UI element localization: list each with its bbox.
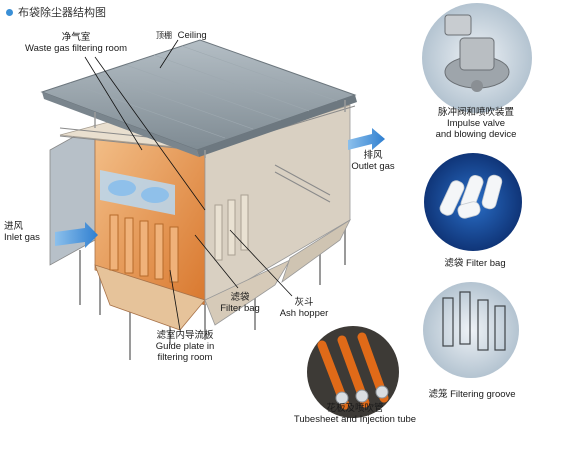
label-ceiling: 顶棚 Ceiling (156, 30, 207, 41)
label-tubesheet-cn: 花板及喷吹管 (326, 403, 384, 414)
label-tubesheet-en: Tubesheet and Injection tube (293, 414, 417, 425)
inlet-arrow (55, 222, 98, 248)
label-waste-gas-room: 净气室 Waste gas filtering room (6, 32, 146, 54)
label-ash-hopper-en: Ash hopper (279, 308, 329, 319)
label-filter-bag-cn: 滤袋 (230, 292, 250, 303)
label-impulse-valve-en-2: and blowing device (435, 129, 517, 140)
leader-lines (84, 39, 293, 331)
label-inlet-gas-en: Inlet gas (4, 232, 40, 243)
label-ash-hopper-cn: 灰斗 (294, 297, 314, 308)
label-outlet-gas-cn: 排风 (363, 150, 383, 161)
label-filter-bag-en: Filter bag (220, 303, 260, 314)
title-text: 布袋除尘器结构图 (18, 7, 106, 19)
label-guide-plate: 滤室内导流板 Guide plate in filtering room (140, 330, 230, 363)
label-waste-gas-room-cn: 净气室 (61, 32, 91, 43)
label-impulse-valve-cn: 脉冲阀和喷吹装置 (437, 107, 514, 118)
impulse-valve-inset (422, 3, 532, 113)
label-filter-bag-inset: 滤袋 Filter bag (420, 258, 530, 269)
label-filtering-groove: 滤笼 Filtering groove (412, 389, 532, 400)
label-guide-plate-cn: 滤室内导流板 (156, 330, 214, 341)
label-filter-bag-inset-text: 滤袋 Filter bag (444, 258, 506, 269)
label-impulse-valve-en-1: Impulse valve (446, 118, 506, 129)
filtering-groove-inset (423, 282, 519, 378)
outlet-arrow (348, 128, 385, 150)
bullet-icon (6, 8, 13, 16)
label-ceiling-en: Ceiling (177, 30, 207, 41)
label-guide-plate-en-2: filtering room (157, 352, 213, 363)
label-outlet-gas-en: Outlet gas (351, 161, 395, 172)
label-outlet-gas: 排风 Outlet gas (343, 150, 403, 172)
label-ash-hopper: 灰斗 Ash hopper (268, 297, 340, 319)
label-filter-bag: 滤袋 Filter bag (215, 292, 265, 314)
label-inlet-gas: 进风 Inlet gas (4, 221, 40, 243)
collector-structure (40, 39, 357, 360)
label-impulse-valve: 脉冲阀和喷吹装置 Impulse valve and blowing devic… (420, 107, 532, 140)
label-guide-plate-en-1: Guide plate in (155, 341, 215, 352)
tubesheet-inset (307, 326, 399, 418)
filter-bag-inset (424, 153, 522, 251)
diagram-title: 布袋除尘器结构图 (6, 4, 106, 20)
label-ceiling-cn: 顶棚 (156, 31, 172, 40)
label-filtering-groove-text: 滤笼 Filtering groove (428, 389, 516, 400)
label-inlet-gas-cn: 进风 (4, 221, 24, 232)
label-waste-gas-room-en: Waste gas filtering room (24, 43, 128, 54)
label-tubesheet: 花板及喷吹管 Tubesheet and Injection tube (280, 403, 430, 425)
